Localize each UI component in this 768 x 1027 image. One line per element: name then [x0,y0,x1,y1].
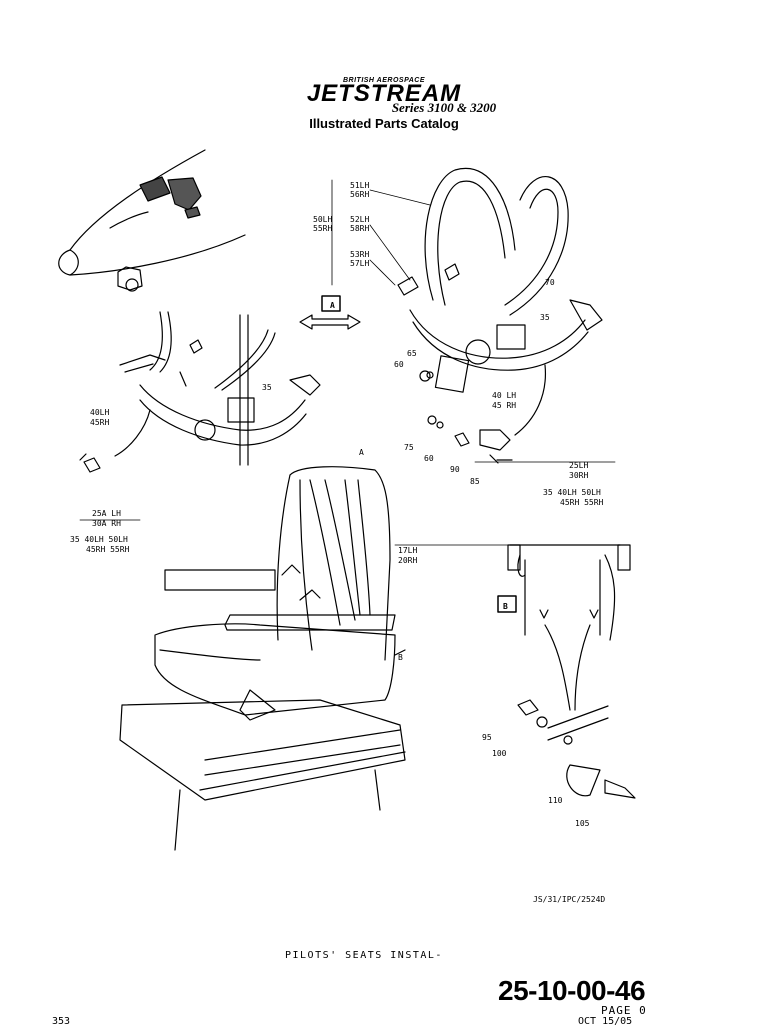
label-35-left: 35 [262,383,272,392]
label-45rh-right: 45 RH [492,401,516,410]
label-arrow-b: B [398,653,403,662]
brand-logo: JETSTREAM [306,80,462,107]
bottom-hardware-detail [517,699,636,799]
label-55rh: 55RH [313,224,332,233]
label-105: 105 [575,819,590,828]
label-25a-note-2: 45RH 55RH [86,545,130,554]
label-30rh: 30RH [569,471,588,480]
label-95: 95 [482,733,492,742]
label-52lh: 52LH [350,215,369,224]
footer-left: 353 [52,1016,71,1027]
label-45rh-left: 45RH [90,418,109,427]
label-20rh: 20RH [398,556,417,565]
label-25alh: 25A LH [92,509,121,518]
right-harness-illustration [397,167,603,436]
label-51lh: 51LH [350,181,369,190]
catalog-title: Illustrated Parts Catalog [309,116,459,131]
label-17lh: 17LH [398,546,417,555]
label-40lh-right: 40 LH [492,391,516,400]
callout-leaders [79,179,616,546]
label-35-right: 35 [540,313,550,322]
label-view-b: B [503,602,508,611]
label-arrow-a: A [359,448,364,457]
manufacturer-label: BRITISH AEROSPACE [342,77,425,84]
label-100: 100 [492,749,507,758]
label-40lh-left: 40LH [90,408,109,417]
hardware-cluster [419,370,513,464]
pilot-seat-illustration [119,466,406,851]
label-25lh: 25LH [569,461,588,470]
label-25-note-1: 35 40LH 50LH [543,488,601,497]
series-label: Series 3100 & 3200 [391,100,497,115]
figure-caption: PILOTS' SEATS INSTAL- [285,950,443,961]
callout-labels: A B A B 51LH 56RH 50LH 55RH 52LH 58RH 53… [70,181,604,828]
label-25a-note-1: 35 40LH 50LH [70,535,128,544]
label-25-note-2: 45RH 55RH [560,498,604,507]
label-65: 65 [407,349,417,358]
label-75: 75 [404,443,414,452]
aircraft-nose-illustration [58,149,246,292]
page-number: PAGE 0 [601,1004,647,1017]
label-30arh: 30A RH [92,519,121,528]
label-60-upper: 60 [394,360,404,369]
label-view-a: A [330,301,335,310]
label-110: 110 [548,796,563,805]
figure-reference: JS/31/IPC/2524D [533,895,606,904]
label-57lh: 57LH [350,259,369,268]
document-number: 25-10-00-46 [498,975,646,1006]
view-a-indicator [299,295,361,330]
footer-date: OCT 15/05 [578,1016,633,1027]
label-85: 85 [470,477,480,486]
label-60-lower: 60 [424,454,434,463]
left-harness-illustration [79,311,321,473]
label-70: 70 [545,278,555,287]
label-56rh: 56RH [350,190,369,199]
label-53rh: 53RH [350,250,369,259]
label-58rh: 58RH [350,224,369,233]
view-b-section [497,544,631,711]
label-50lh: 50LH [313,215,332,224]
label-90: 90 [450,465,460,474]
